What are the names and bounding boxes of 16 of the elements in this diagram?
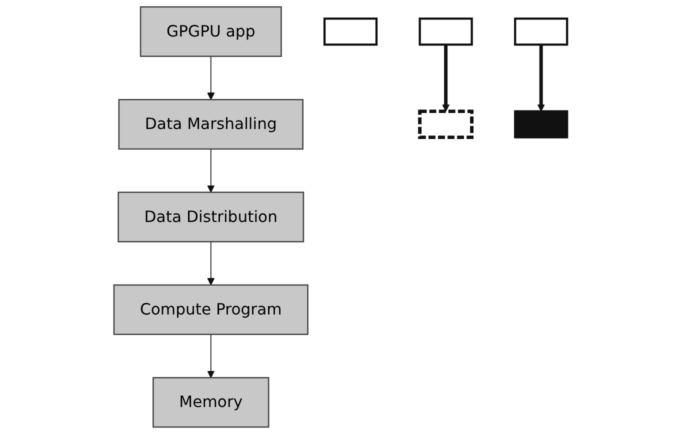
node-box: [418, 18, 473, 46]
node-box: Data Distribution: [118, 192, 304, 242]
node-box: Compute Program: [113, 284, 308, 336]
node-box: GPGPU app: [140, 6, 282, 57]
node-box: [323, 18, 378, 46]
arrow: [207, 148, 215, 193]
arrow: [537, 44, 545, 112]
node-box: [514, 18, 568, 46]
arrow: [207, 241, 215, 286]
arrow: [207, 334, 215, 378]
node-grid: [418, 110, 474, 140]
node-box: Memory: [152, 377, 270, 428]
arrow: [442, 44, 450, 112]
node-box: Data Marshalling: [118, 98, 304, 150]
arrow: [207, 56, 215, 100]
node-box: [514, 110, 568, 138]
